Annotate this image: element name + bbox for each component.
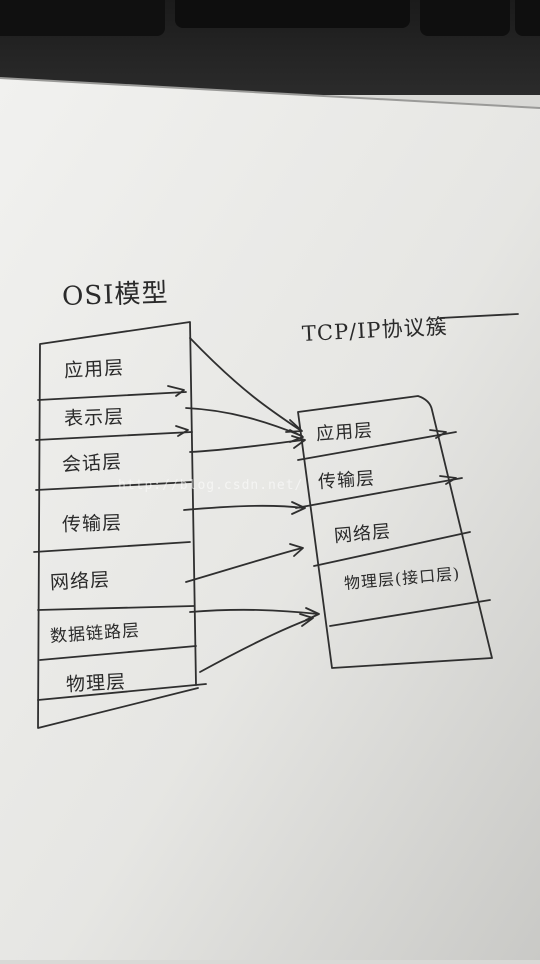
tcp-layer-label: 网络层 <box>333 521 392 547</box>
osi-tick <box>439 475 457 485</box>
keyboard-key <box>175 0 410 28</box>
tcp-layer-label: 应用层 <box>315 420 374 445</box>
keyboard-key <box>515 0 540 36</box>
osi-layer-label: 传输层 <box>61 511 123 536</box>
osi-separator <box>37 391 187 401</box>
mapping-arrow <box>183 504 305 511</box>
tcp-separator <box>329 599 491 627</box>
osi-separator <box>39 645 197 661</box>
tcp-separator <box>295 477 463 509</box>
paper-edge-shadow <box>0 77 540 109</box>
paper-sheet <box>0 78 540 960</box>
osi-layer-label: 物理层 <box>65 670 127 696</box>
osi-separator <box>35 481 193 491</box>
osi-tick <box>175 425 189 437</box>
arrow-head <box>289 543 304 557</box>
osi-separator <box>37 605 195 611</box>
tcp-separator <box>297 431 457 461</box>
tcp-title-underline <box>439 313 519 319</box>
osi-separator <box>37 683 207 701</box>
osi-separator <box>35 431 193 441</box>
osi-title: OSI模型 <box>61 278 169 312</box>
osi-layer-label: 表示层 <box>63 405 125 430</box>
mapping-arrow <box>189 337 301 431</box>
arrow-head <box>291 435 306 449</box>
mapping-arrow <box>189 439 305 453</box>
mapping-arrow <box>185 547 303 583</box>
arrow-head <box>291 501 306 515</box>
osi-separator <box>33 541 191 553</box>
keyboard-key <box>420 0 510 36</box>
osi-layer-label: 网络层 <box>49 568 111 594</box>
tcp-box-outline <box>297 395 493 669</box>
osi-box-outline <box>37 321 199 729</box>
osi-layer-label: 应用层 <box>63 356 125 382</box>
mapping-arrow <box>189 608 319 615</box>
arrow-head <box>289 429 304 443</box>
keyboard-key <box>0 0 165 36</box>
tcp-separator <box>313 531 471 567</box>
mapping-arrow <box>185 407 303 437</box>
osi-tick <box>429 429 447 439</box>
osi-tick <box>167 385 185 397</box>
arrow-head <box>299 613 314 627</box>
osi-layer-label: 会话层 <box>61 450 123 476</box>
tcp-layer-label: 传输层 <box>317 468 376 493</box>
mapping-arrow <box>199 617 313 673</box>
watermark-text: http://blog.csdn.net/ <box>118 478 304 493</box>
